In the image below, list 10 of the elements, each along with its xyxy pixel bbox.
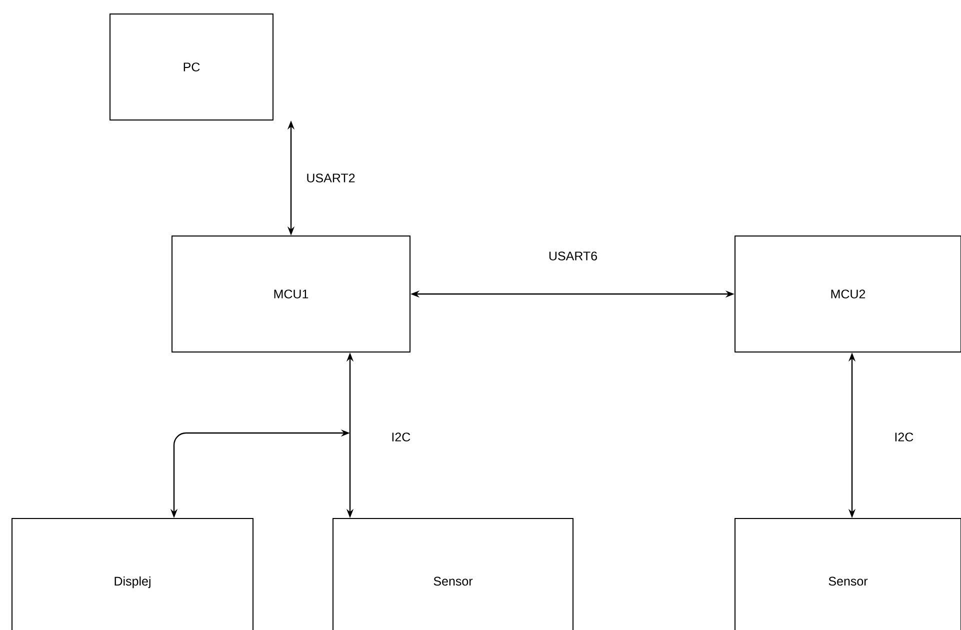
- block-box: Sensor: [332, 518, 574, 630]
- block-box: PC: [110, 14, 274, 120]
- edge-label: USART2: [307, 174, 355, 182]
- block-box: Displej: [12, 518, 254, 630]
- block-box: MCU2: [734, 236, 961, 352]
- block-box: Sensor: [734, 518, 961, 630]
- edge-label: I2C: [895, 432, 914, 442]
- edge-label: USART6: [549, 252, 597, 260]
- edge-label: I2C: [392, 432, 410, 442]
- block-box: MCU1: [172, 236, 410, 352]
